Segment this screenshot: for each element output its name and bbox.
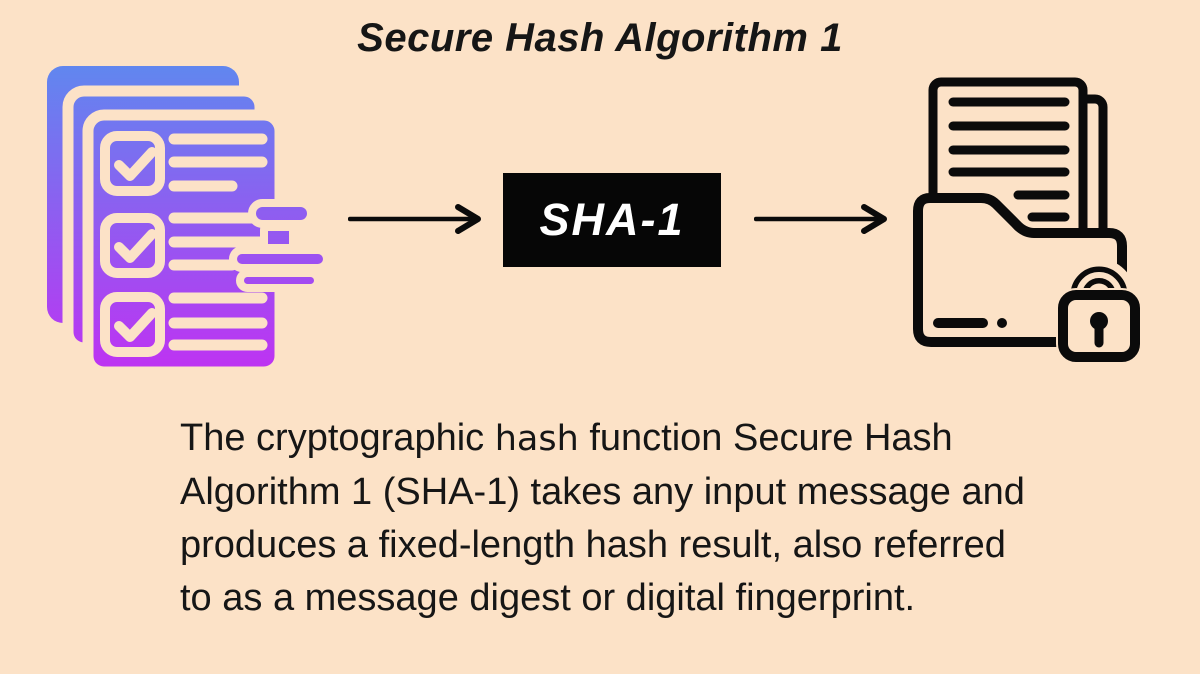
arrow-right-icon	[348, 197, 484, 241]
checklist-documents-icon	[40, 58, 340, 378]
page-stack	[47, 66, 286, 378]
checkbox-icons	[100, 131, 165, 357]
locked-folder-icon	[905, 70, 1155, 370]
padlock-icon	[1056, 259, 1142, 364]
checklist-documents-svg	[47, 66, 331, 378]
description-line-2: Algorithm 1 (SHA-1) takes any input mess…	[180, 471, 1025, 513]
sha1-box: SHA-1	[503, 173, 721, 267]
folder-label-marks	[933, 318, 1007, 328]
text-lines	[168, 133, 268, 351]
description-line-3: produces a fixed-length hash result, als…	[180, 524, 1006, 566]
hash-word: hash	[494, 419, 579, 459]
arrow-right-icon	[754, 197, 890, 241]
description-line-1: The cryptographic hash function Secure H…	[180, 417, 953, 459]
sha1-label: SHA-1	[539, 194, 685, 245]
description: The cryptographic hash function Secure H…	[180, 412, 1025, 625]
stamp-icon	[229, 199, 331, 292]
document-text-lines	[948, 97, 1070, 222]
description-line-4: to as a message digest or digital finger…	[180, 577, 916, 619]
locked-folder-svg	[913, 77, 1142, 364]
page-title: Secure Hash Algorithm 1	[357, 16, 843, 60]
